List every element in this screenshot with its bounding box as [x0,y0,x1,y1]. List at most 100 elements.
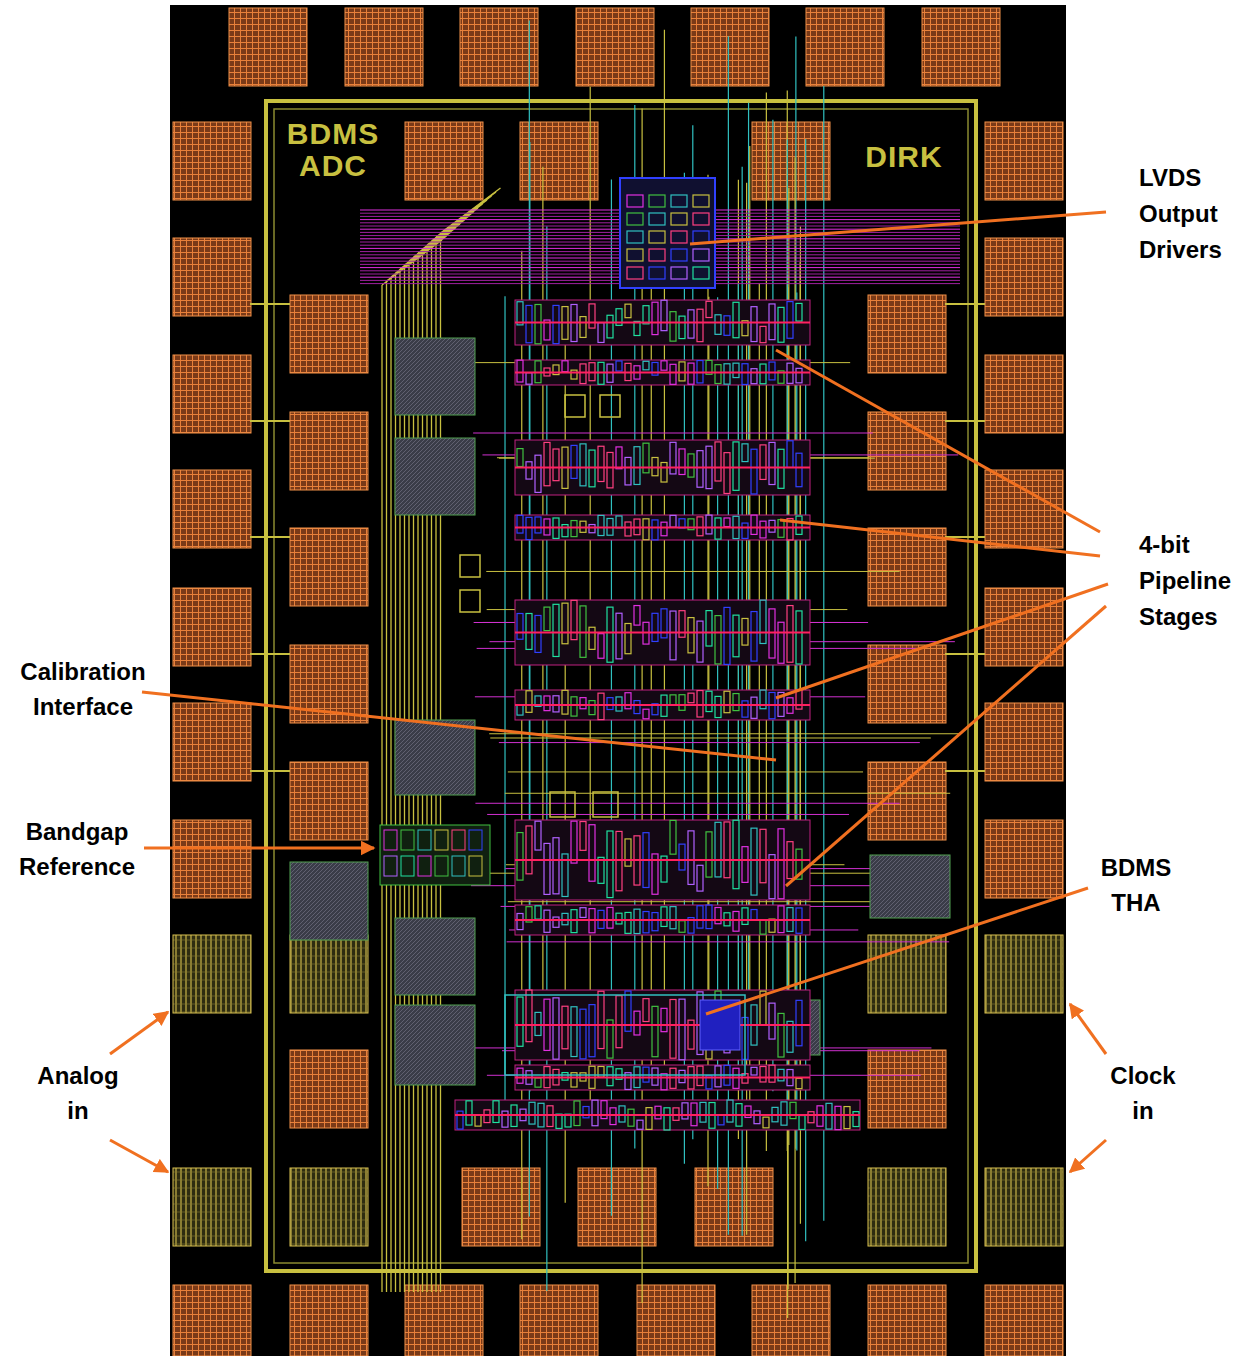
transistor-cell [724,316,730,336]
transistor-cell [571,600,577,639]
bond-pad [173,122,251,200]
transistor-cell [619,1106,625,1122]
transistor-cell [778,829,784,899]
transistor-cell [535,455,541,492]
transistor-cell [469,830,482,850]
transistor-cell [679,695,685,711]
transistor-cell [715,908,721,924]
metal-line [515,859,810,861]
metal-wiring [250,20,985,1318]
transistor-cell [661,522,667,536]
transistor-cell [706,905,712,929]
transistor-cell [562,690,568,714]
bond-pad [462,1168,540,1246]
transistor-cell [625,839,631,866]
bond-pad [405,122,483,200]
metal-line [546,226,547,1291]
transistor-cell [535,615,541,652]
transistor-cell [808,1112,814,1123]
lvds-block [620,178,715,288]
transistor-cell [688,693,694,703]
metal-line [455,1114,860,1116]
transistor-cell [457,1111,463,1129]
transistor-cell [469,856,482,876]
bond-pad [752,122,830,200]
transistor-cell [733,302,739,337]
transistor-cell [418,856,431,876]
transistor-cell [679,844,685,870]
bond-pad [290,762,368,840]
bond-pad [868,645,946,723]
transistor-cell [589,1005,595,1057]
transistor-cell [616,613,622,659]
transistor-cell [715,822,721,877]
transistor-cell [670,312,676,341]
bond-pad [985,820,1063,898]
transistor-cell [760,445,766,480]
metal-line [945,303,985,305]
transistor-cell [637,1120,643,1129]
transistor-cell [671,249,687,261]
transistor-cell [493,1101,499,1123]
transistor-cell [733,911,739,931]
leader-line [1070,1004,1106,1054]
transistor-cell [787,606,793,663]
capacitor-array [395,720,475,795]
bond-pad [985,355,1063,433]
leader-line [776,584,1108,698]
bond-pad [578,1168,656,1246]
metal-line [489,733,959,734]
transistor-cell [688,310,694,338]
transistor-cell [778,449,784,488]
transistor-cell [697,691,703,717]
transistor-cell [625,522,631,536]
tha-block [505,995,745,1075]
transistor-cell [627,249,643,261]
transistor-cell [607,452,613,487]
transistor-cell [625,912,631,933]
transistor-cell [799,1116,805,1130]
bond-pad [695,1168,773,1246]
block-label: 4-bit Pipeline Stages [1139,527,1249,635]
transistor-cell [778,622,784,663]
transistor-cell [693,213,709,225]
transistor-cell [778,307,784,342]
analog-pad [290,1168,368,1246]
transistor-cell [598,323,604,343]
transistor-cell [592,1100,598,1126]
transistor-cell [742,847,748,883]
transistor-cell [796,516,802,534]
transistor-cell [598,693,604,719]
bond-pad [985,238,1063,316]
small-cell [593,792,618,817]
analog-pad [173,1168,251,1246]
bond-pad [806,8,884,86]
transistor-cell [646,1108,652,1130]
metal-line [508,771,863,772]
metal-line [381,285,382,1292]
transistor-cell [553,998,559,1059]
transistor-cell [517,449,523,467]
leader-line [706,888,1088,1014]
transistor-cell [607,315,613,338]
block-label: Calibration Interface [8,654,158,724]
bond-pad [868,1050,946,1128]
transistor-cell [526,826,532,874]
transistor-cell [671,267,687,279]
transistor-cell [553,838,559,894]
block-label: Bandgap Reference [6,814,148,884]
metal-line [250,536,290,538]
bond-pad [985,703,1063,781]
transistor-cell [535,1012,541,1035]
signal-label: Clock in [1098,1058,1188,1128]
transistor-cell [688,454,694,477]
metal-line [515,322,810,324]
transistor-cell [616,516,622,528]
transistor-cell [760,521,766,538]
bond-pad [520,122,598,200]
transistor-cell [401,856,414,876]
bond-pad [752,1285,830,1356]
transistor-cell [607,831,613,898]
transistor-cell [835,1106,841,1129]
